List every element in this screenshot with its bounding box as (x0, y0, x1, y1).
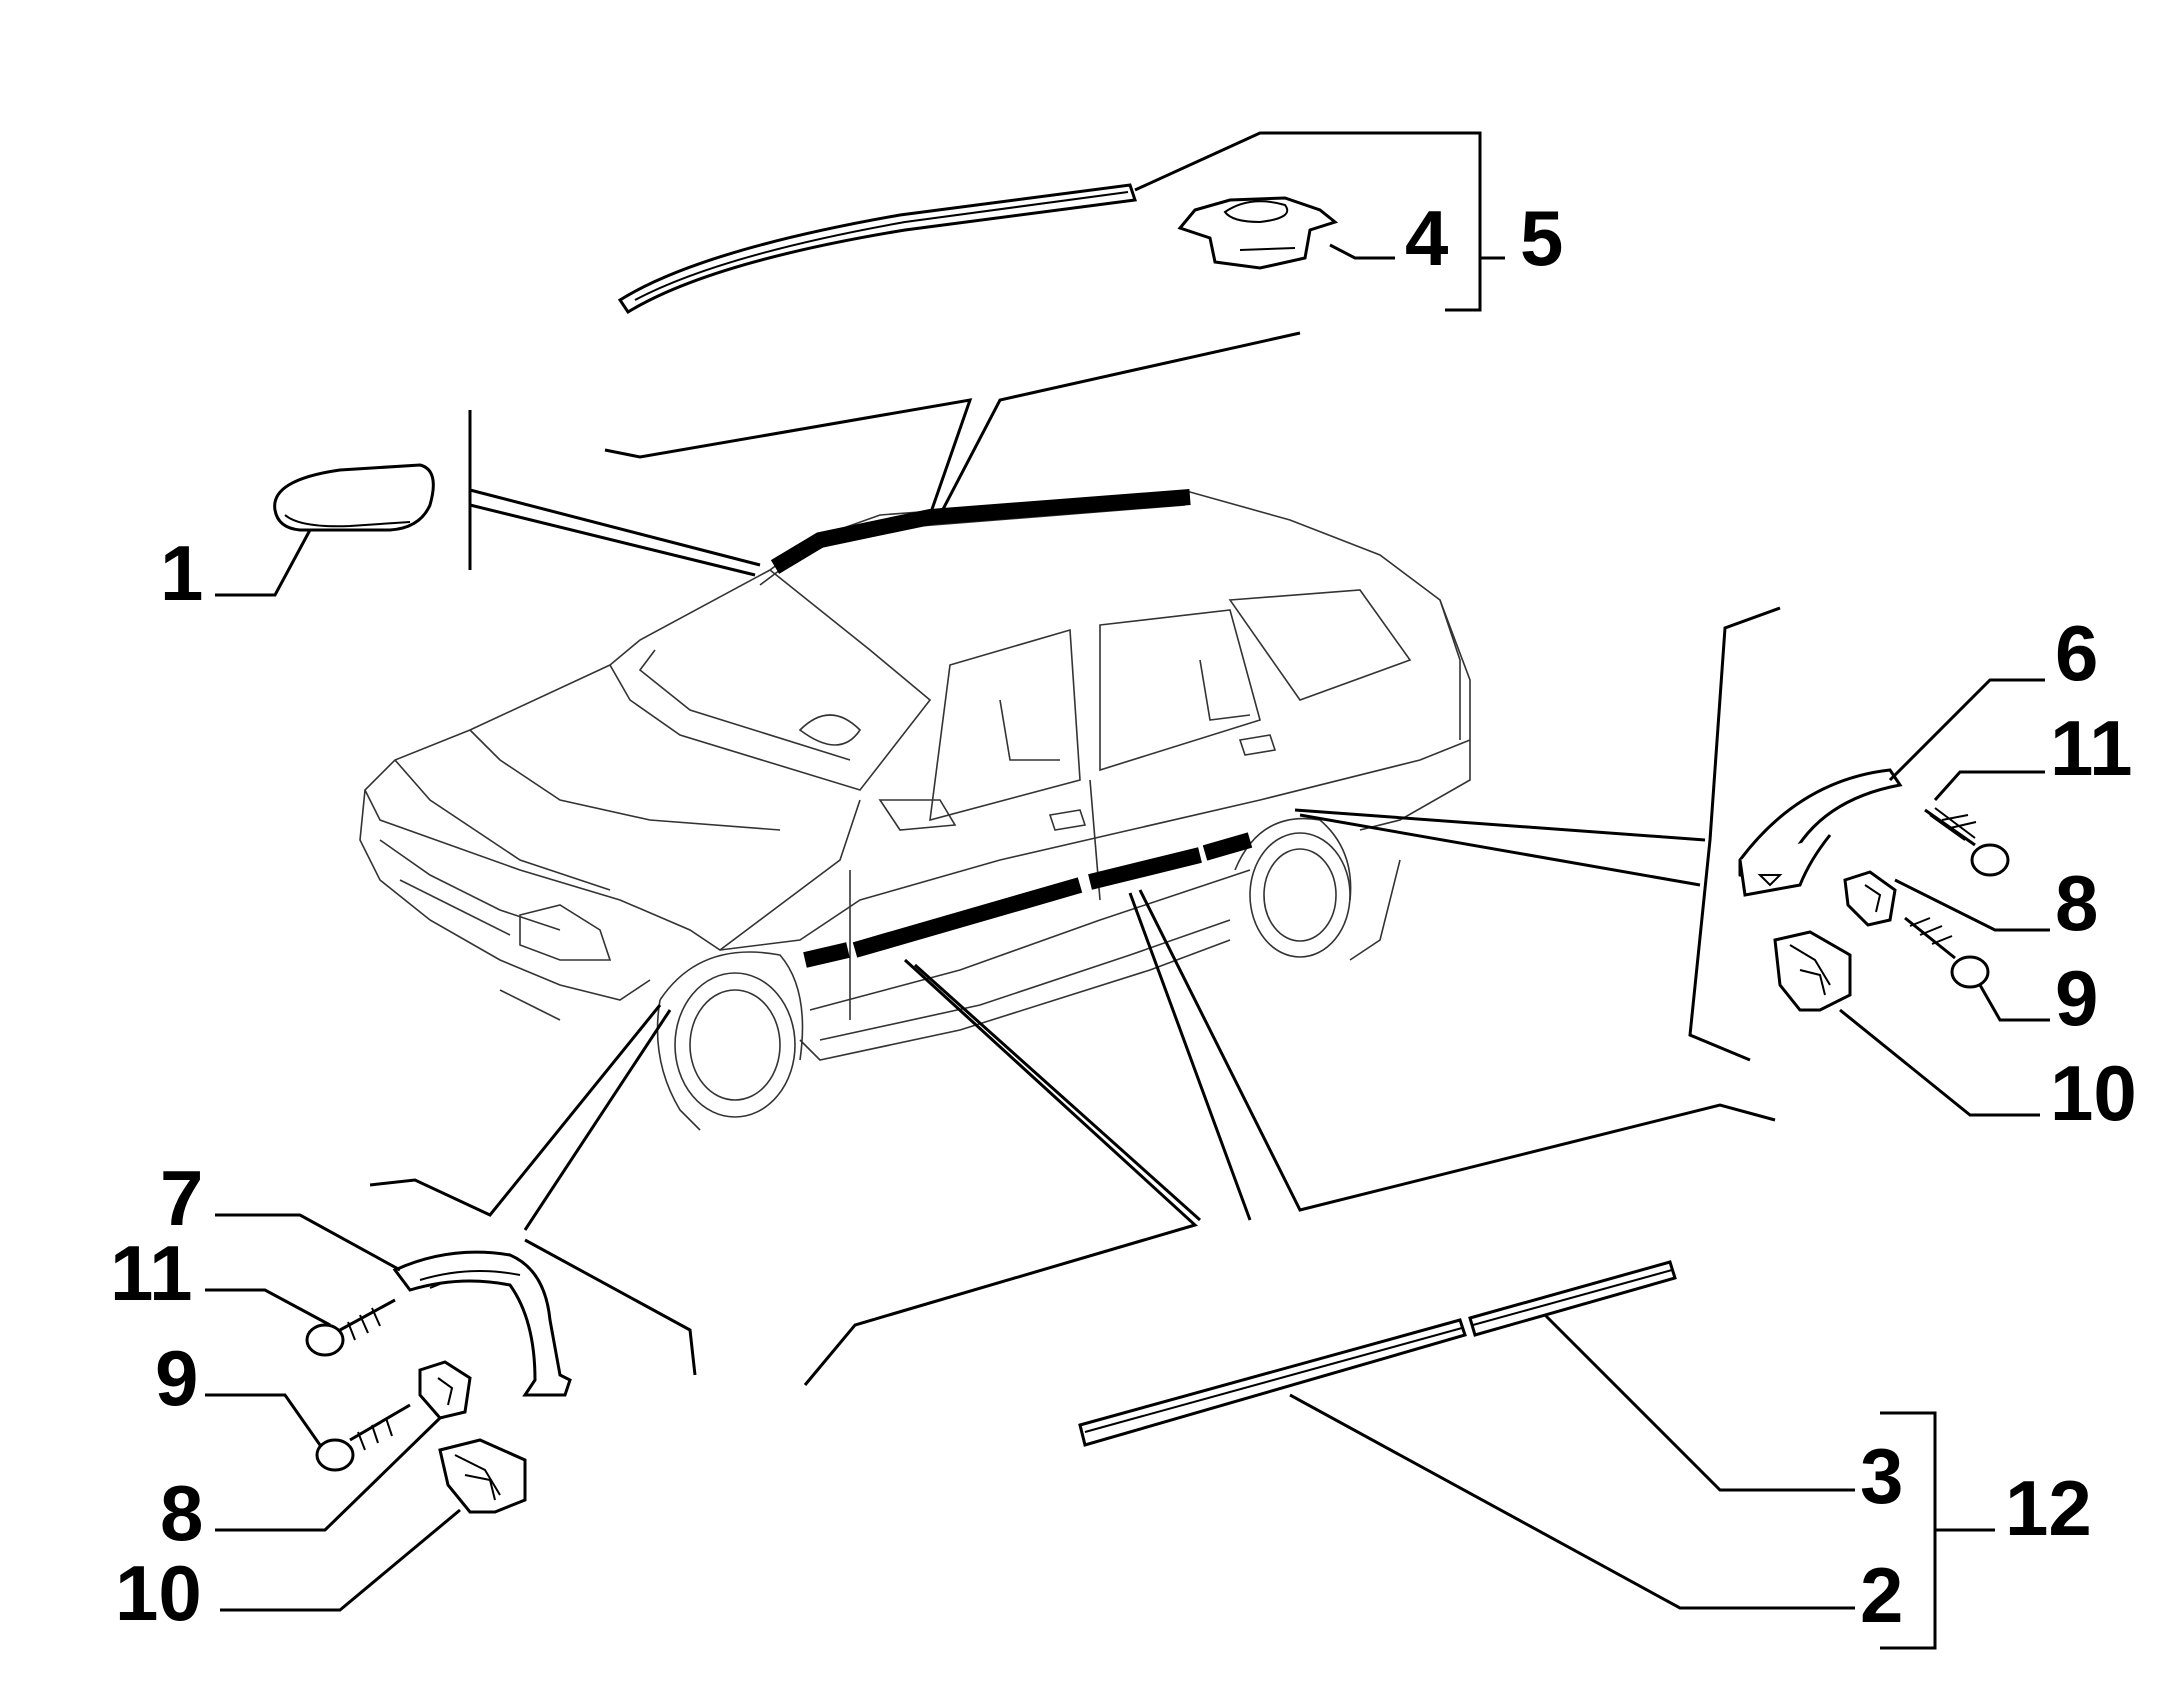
leader-8-right (1894, 878, 2050, 932)
leader-10-left (220, 1508, 461, 1612)
leader-sill-rear-b (1138, 889, 1776, 1212)
cap-part (273, 463, 435, 532)
roof-molding-strip (770, 489, 1191, 574)
front-clip-nut-part (418, 1360, 472, 1420)
rear-clip-nut-part (1843, 870, 1897, 927)
rear-screw-2-part (1904, 916, 1990, 989)
callout-4: 4 (1405, 194, 1448, 282)
leader-11-right (1933, 770, 2045, 801)
sill-molding-long-part (1078, 1318, 1467, 1447)
leader-11-left (205, 1288, 331, 1327)
callout-11-right: 11 (2050, 704, 2132, 792)
front-wheel (656, 951, 804, 1131)
callout-11-left: 11 (110, 1229, 192, 1317)
callout-5: 5 (1520, 194, 1563, 282)
callout-2: 2 (1860, 1551, 1903, 1639)
sill-molding-front-segment (803, 942, 850, 968)
callout-12: 12 (2005, 1464, 2092, 1552)
callout-8-left: 8 (160, 1469, 203, 1557)
callout-10-right: 10 (2050, 1049, 2137, 1137)
rear-wheel (1234, 817, 1352, 958)
roof-molding-part (617, 183, 1137, 315)
front-screw-part (305, 1298, 396, 1357)
leader-right-frame (1688, 606, 1781, 1062)
leader-rear-to-6 (1294, 808, 1706, 842)
front-wheelarch-liner-part (392, 1250, 572, 1397)
leader-10-right (1839, 1008, 2040, 1117)
sill-molding-rear-segment (1202, 832, 1253, 861)
callout-9-left: 9 (155, 1334, 198, 1422)
callout-10-left: 10 (115, 1549, 202, 1637)
sill-molding-rear-door (1088, 847, 1202, 890)
callout-1: 1 (160, 529, 203, 617)
leader-front-frame-a (369, 1004, 662, 1217)
callout-9-right: 9 (2055, 954, 2098, 1042)
leader-rear-to-part (1299, 813, 1701, 887)
leader-front-frame-b (523, 1009, 672, 1231)
car-illustration (359, 489, 1471, 1131)
callout-7: 7 (160, 1154, 203, 1242)
leader-roof-right (938, 331, 1301, 516)
leader-4 (1329, 243, 1395, 260)
leader-3 (1543, 1313, 1855, 1492)
leader-sill-front-b (913, 963, 1202, 1222)
front-retainer-part (438, 1438, 527, 1514)
callout-6: 6 (2055, 609, 2098, 697)
leader-2 (1289, 1393, 1855, 1610)
leader-8-left (215, 1416, 442, 1532)
leader-9-left (205, 1393, 322, 1446)
roof-clip-part (1177, 196, 1339, 270)
rear-retainer-part (1773, 930, 1852, 1012)
leader-sill-rear (1128, 892, 1252, 1221)
leader-front-frame-c (524, 1238, 697, 1376)
front-screw-2-part (315, 1403, 411, 1472)
leader-sill-front (803, 958, 1198, 1386)
leader-7 (215, 1213, 401, 1272)
rear-wheelarch-liner-part (1738, 768, 1903, 897)
leader-6 (1888, 678, 2045, 782)
leader-1-to-roof-a (469, 488, 761, 567)
sill-molding-front-door (852, 877, 1083, 958)
sill-molding-short-part (1468, 1260, 1677, 1337)
callout-8-right: 8 (2055, 859, 2098, 947)
leader-1 (215, 529, 312, 597)
rear-screw-part (1924, 807, 2010, 877)
leader-roof-left (604, 398, 973, 516)
callout-3: 3 (1860, 1432, 1903, 1520)
leader-5-bracket (1134, 131, 1482, 312)
leader-1-to-roof-b (469, 503, 756, 577)
leader-9-right (1978, 984, 2050, 1022)
